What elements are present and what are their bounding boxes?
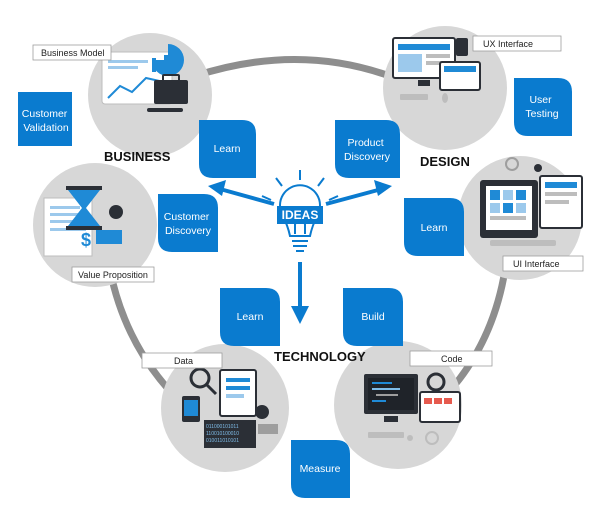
svg-text:Product Discovery: Product Discovery — [344, 137, 391, 163]
data-icon: 011000101011 110010100010 010011010101 — [182, 367, 278, 448]
label-ui-interface-text: UI Interface — [513, 259, 560, 269]
label-business-model-text: Business Model — [41, 48, 105, 58]
leaf-customer-discovery: Customer Discovery — [158, 194, 218, 252]
leaf-user-testing-line1: User — [529, 94, 552, 106]
label-value-proposition-text: Value Proposition — [78, 270, 148, 280]
leaf-learn-technology: Learn — [220, 288, 280, 346]
label-ux-interface: UX Interface — [472, 35, 562, 52]
arrow-to-business-head — [208, 180, 226, 196]
label-ux-interface-text: UX Interface — [483, 39, 533, 49]
leaf-product-discovery-line1: Product — [347, 137, 383, 149]
leaf-learn-technology-text: Learn — [237, 311, 264, 323]
section-title-design: DESIGN — [420, 154, 470, 169]
leaf-build: Build — [343, 288, 403, 346]
leaf-learn-business-text: Learn — [214, 143, 241, 155]
leaf-learn-design: Learn — [404, 198, 464, 256]
briefcase-icon — [147, 74, 188, 112]
svg-text:Customer Discovery: Customer Discovery — [164, 211, 212, 237]
leaf-measure: Measure — [291, 440, 350, 498]
label-code-text: Code — [441, 354, 463, 364]
leaf-build-text: Build — [361, 311, 385, 323]
svg-text:110010100010: 110010100010 — [206, 431, 239, 437]
svg-text:Customer Validation: Customer Validation — [22, 108, 70, 134]
leaf-learn-design-text: Learn — [421, 222, 448, 234]
leaf-product-discovery-line2: Discovery — [344, 151, 391, 163]
ux-interface-icon — [392, 37, 481, 103]
code-icon — [364, 372, 461, 445]
leaf-customer-validation-line1: Customer — [22, 108, 68, 120]
leaf-learn-business: Learn — [199, 120, 256, 178]
arrow-to-design — [325, 188, 379, 206]
leaf-user-testing: User Testing — [514, 78, 572, 136]
arrow-to-technology-head — [291, 306, 309, 324]
svg-text:010011010101: 010011010101 — [206, 438, 239, 444]
ideas-label-badge: IDEAS — [277, 206, 323, 224]
label-code: Code — [409, 350, 493, 367]
svg-text:User Testing: User Testing — [525, 94, 558, 120]
label-value-proposition: Value Proposition — [71, 266, 155, 283]
leaf-customer-discovery-line1: Customer — [164, 211, 210, 223]
svg-text:011000101011: 011000101011 — [206, 424, 239, 430]
ring-arc-top — [191, 56, 399, 82]
leaf-user-testing-line2: Testing — [525, 108, 558, 120]
arrow-to-business — [219, 187, 275, 206]
value-proposition-icon: $ — [43, 186, 123, 257]
arrows — [208, 180, 392, 324]
ideas-label: IDEAS — [282, 208, 319, 222]
label-business-model: Business Model — [32, 44, 112, 61]
section-title-business: BUSINESS — [104, 149, 171, 164]
leaf-product-discovery: Product Discovery — [335, 120, 400, 178]
label-ui-interface: UI Interface — [502, 255, 584, 272]
label-data: Data — [141, 352, 223, 369]
ui-interface-icon — [480, 157, 583, 246]
leaf-customer-validation-line2: Validation — [23, 122, 68, 134]
leaf-measure-text: Measure — [300, 463, 341, 475]
svg-text:$: $ — [81, 230, 91, 250]
arrow-to-design-head — [374, 180, 392, 196]
leaf-customer-discovery-line2: Discovery — [165, 225, 212, 237]
leaf-customer-validation: Customer Validation — [18, 92, 72, 146]
label-data-text: Data — [174, 356, 193, 366]
section-title-technology: TECHNOLOGY — [274, 349, 366, 364]
